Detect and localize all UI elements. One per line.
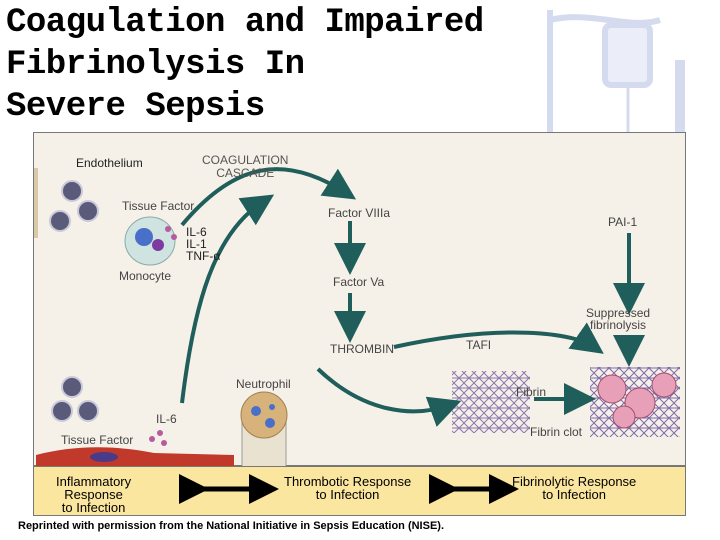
label-fibrinolytic-response: Fibrinolytic Response to Infection xyxy=(512,474,637,502)
arrow-neutrophil-to-cascade xyxy=(180,194,275,404)
iv-pole-decoration xyxy=(547,10,685,150)
fibrin-clot xyxy=(590,367,680,437)
endothelial-cells xyxy=(36,430,234,467)
arrow-thrombin-to-fibrin xyxy=(316,367,462,427)
label-fibrin: Fibrin xyxy=(516,385,547,399)
label-suppressed-fibrinolysis: Suppressed fibrinolysis xyxy=(586,306,651,332)
label-coagulation-cascade: COAGULATION CASCADE xyxy=(202,153,289,180)
label-cytokines: IL-6 IL-1 TNF-α xyxy=(186,225,221,263)
bacteria-cluster-top xyxy=(49,180,99,232)
neutrophil-cell xyxy=(240,391,288,467)
endothelium-wall xyxy=(34,168,38,238)
label-endothelium: Endothelium xyxy=(76,156,143,170)
label-fibrin-clot: Fibrin clot xyxy=(530,425,583,439)
label-thrombotic-response: Thrombotic Response to Infection xyxy=(284,474,412,502)
monocyte-cell xyxy=(124,216,177,266)
label-factor-viiia: Factor VIIIa xyxy=(328,206,391,220)
label-thrombin: THROMBIN xyxy=(330,342,394,356)
diagram-graphics xyxy=(34,167,680,467)
label-tissue-factor-top: Tissue Factor xyxy=(122,199,195,213)
label-tissue-factor-bottom: Tissue Factor xyxy=(61,433,134,447)
arrow-tissue-factor-to-factor-viiia xyxy=(180,167,357,227)
label-tafi: TAFI xyxy=(466,338,492,352)
response-bar: Inflammatory Response to Infection Throm… xyxy=(33,466,686,516)
pathway-arrows xyxy=(180,167,645,427)
credit-line: Reprinted with permission from the Natio… xyxy=(18,520,445,532)
arrow-thrombin-to-suppressed xyxy=(393,322,604,354)
fibrin-mesh xyxy=(452,371,530,433)
label-monocyte: Monocyte xyxy=(119,269,172,283)
label-factor-va: Factor Va xyxy=(333,275,385,289)
diagram-panel: Endothelium COAGULATION CASCADE Tissue F… xyxy=(33,132,686,467)
slide-title: Coagulation and Impaired Fibrinolysis In… xyxy=(6,4,484,126)
label-inflammatory-response: Inflammatory Response to Infection xyxy=(56,474,132,515)
response-arrows xyxy=(179,474,519,504)
label-neutrophil: Neutrophil xyxy=(236,377,291,391)
bacteria-cluster-bottom xyxy=(51,376,99,422)
label-il6-bottom: IL-6 xyxy=(156,412,177,426)
label-pai1: PAI-1 xyxy=(608,215,638,229)
